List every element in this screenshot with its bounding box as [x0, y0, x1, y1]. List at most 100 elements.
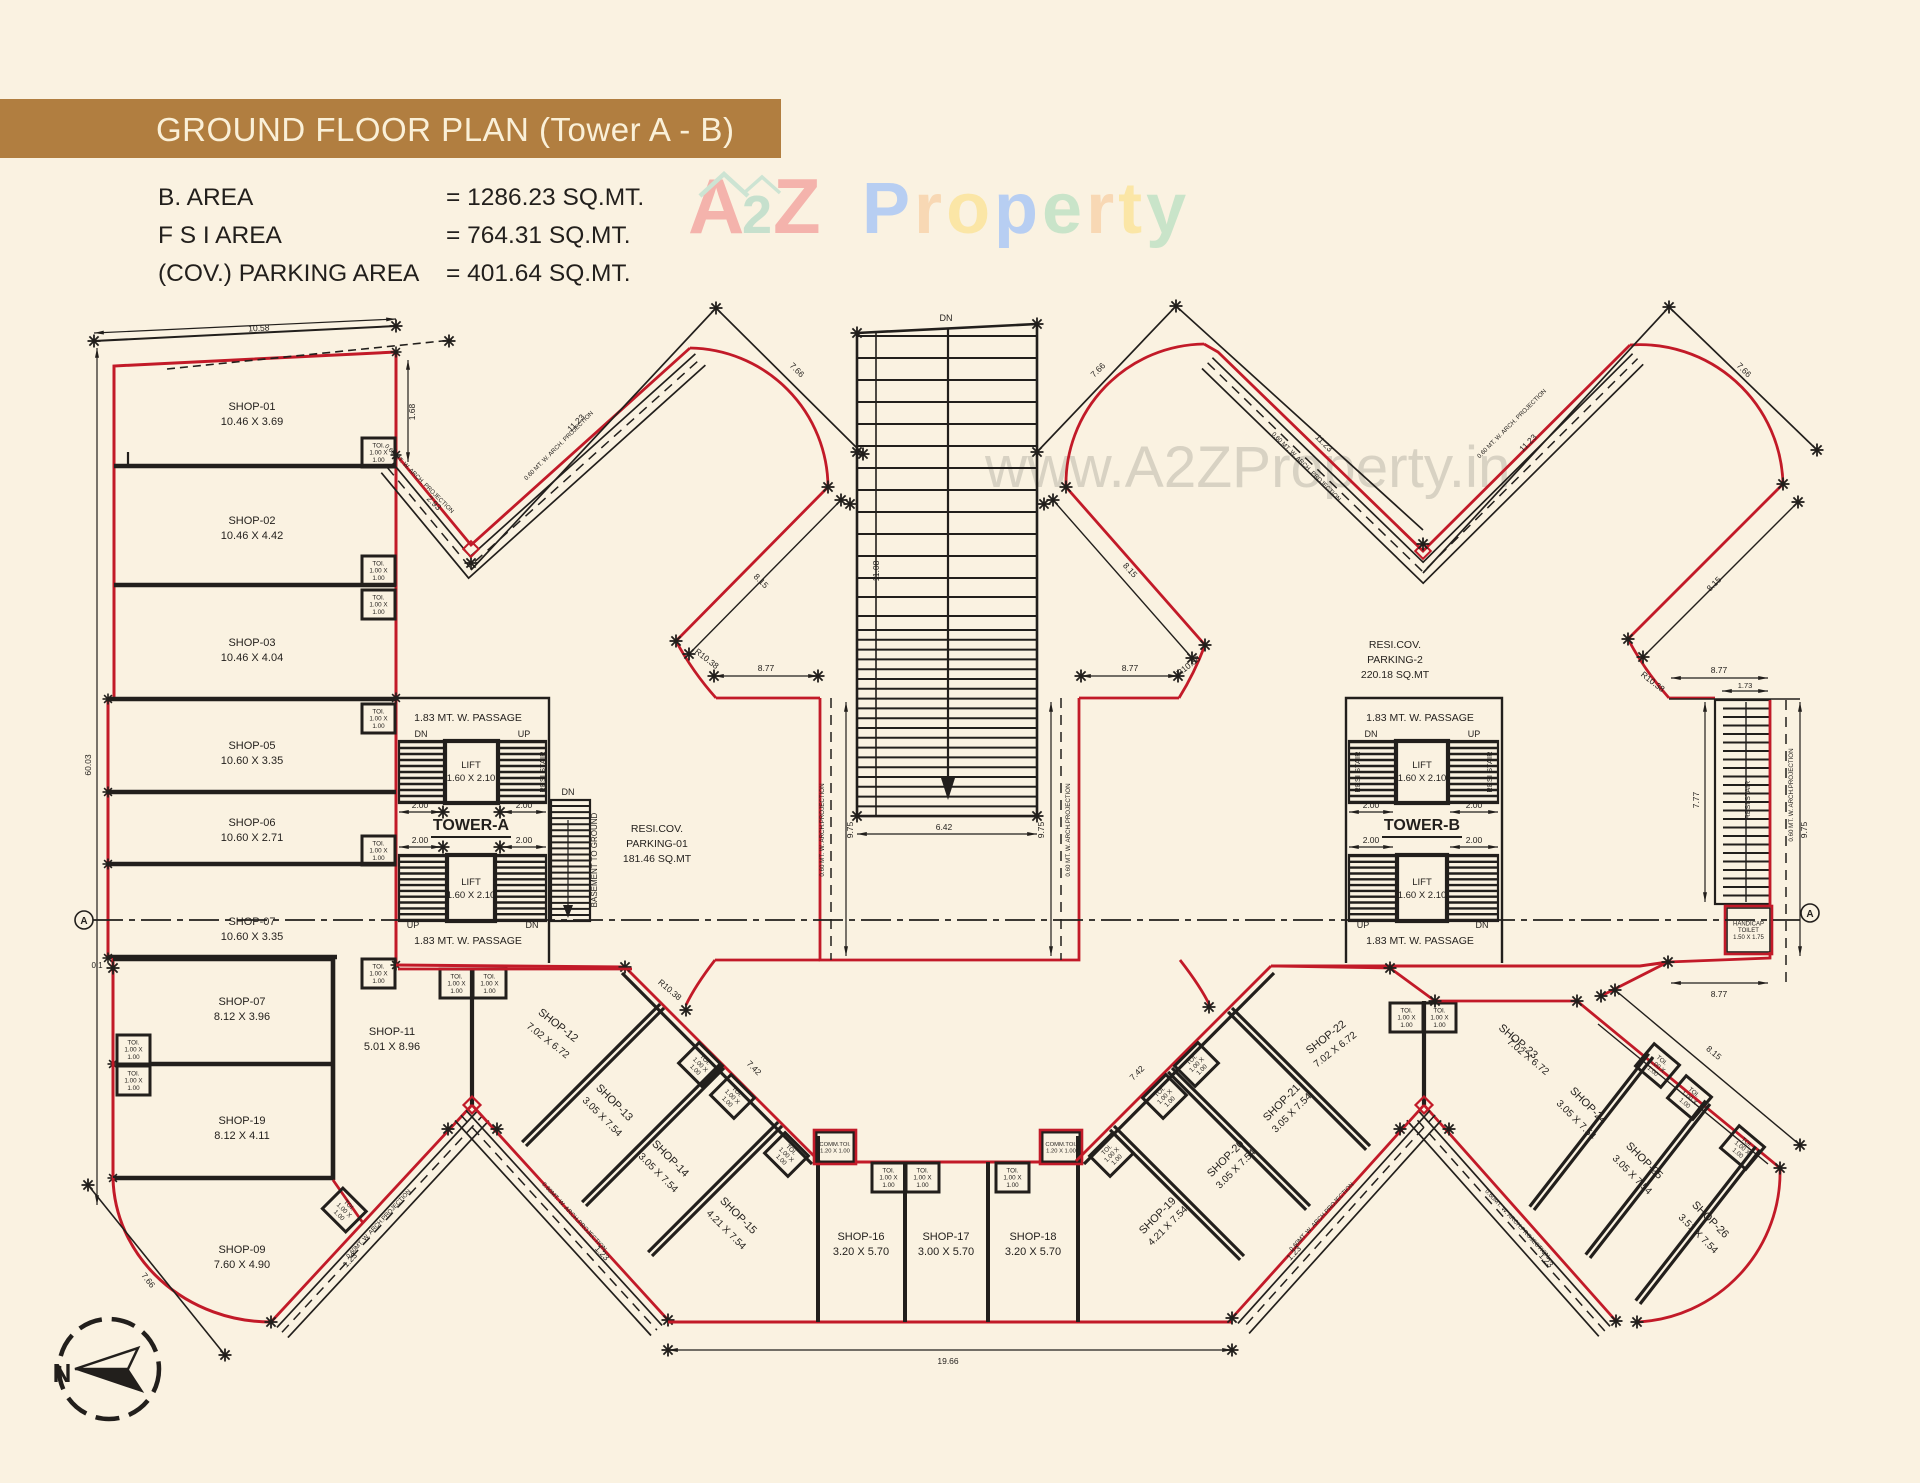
svg-text:220.18 SQ.MT: 220.18 SQ.MT — [1361, 669, 1430, 681]
svg-text:3.20 X 5.70: 3.20 X 5.70 — [1005, 1246, 1061, 1258]
svg-text:1.00: 1.00 — [372, 978, 385, 985]
svg-text:TOI.: TOI. — [372, 443, 384, 450]
svg-text:1.00 X: 1.00 X — [369, 450, 388, 457]
svg-text:1.00: 1.00 — [916, 1182, 929, 1189]
svg-text:8.77: 8.77 — [1711, 665, 1728, 675]
svg-text:10.46 X 3.69: 10.46 X 3.69 — [221, 416, 283, 428]
svg-text:HANDICAP: HANDICAP — [1733, 921, 1764, 927]
svg-text:1.00 X: 1.00 X — [879, 1175, 898, 1182]
svg-text:1.00 X: 1.00 X — [124, 1078, 143, 1085]
svg-text:1.60 X 2.10: 1.60 X 2.10 — [447, 890, 496, 901]
svg-text:19.66: 19.66 — [937, 1356, 959, 1366]
svg-text:SHOP-11: SHOP-11 — [369, 1026, 415, 1038]
svg-text:8.12 X 3.96: 8.12 X 3.96 — [214, 1011, 270, 1023]
svg-text:1.00 X: 1.00 X — [480, 981, 499, 988]
svg-text:9.75: 9.75 — [1799, 821, 1809, 838]
svg-text:DN: DN — [415, 729, 428, 739]
svg-text:1.00 X: 1.00 X — [1003, 1175, 1022, 1182]
svg-text:1.00: 1.00 — [372, 723, 385, 730]
svg-text:DN: DN — [1365, 729, 1378, 739]
svg-text:6.42: 6.42 — [936, 822, 953, 832]
svg-text:8.77: 8.77 — [1122, 663, 1139, 673]
svg-text:1.00 X: 1.00 X — [369, 848, 388, 855]
svg-text:10.60 X 3.35: 10.60 X 3.35 — [221, 931, 283, 943]
svg-text:UP: UP — [1468, 729, 1481, 739]
svg-text:1.00 X: 1.00 X — [369, 716, 388, 723]
svg-text:SHOP-07: SHOP-07 — [228, 916, 275, 928]
svg-text:2.00: 2.00 — [1466, 835, 1483, 845]
svg-text:1.00: 1.00 — [372, 457, 385, 464]
svg-text:RESI STAIR: RESI STAIR — [1353, 751, 1362, 793]
svg-text:TOI.: TOI. — [882, 1168, 894, 1175]
svg-text:B. AREA: B. AREA — [158, 184, 254, 211]
svg-text:RESI STAIR: RESI STAIR — [1745, 781, 1752, 819]
svg-text:11.08: 11.08 — [871, 560, 881, 581]
svg-text:TOI.: TOI. — [127, 1071, 139, 1078]
svg-text:1.83 MT. W. PASSAGE: 1.83 MT. W. PASSAGE — [1366, 935, 1474, 947]
svg-text:= 764.31 SQ.MT.: = 764.31 SQ.MT. — [446, 222, 631, 249]
svg-text:LIFT: LIFT — [1412, 877, 1432, 888]
svg-text:1.20 X 1.00: 1.20 X 1.00 — [820, 1148, 850, 1154]
svg-text:9.75: 9.75 — [845, 821, 855, 838]
svg-text:3.00 X 5.70: 3.00 X 5.70 — [918, 1246, 974, 1258]
svg-text:LIFT: LIFT — [461, 877, 481, 888]
svg-text:9.75: 9.75 — [1036, 821, 1046, 838]
svg-text:0.60 MT. W. ARCH.PROJECTION: 0.60 MT. W. ARCH.PROJECTION — [819, 783, 826, 876]
svg-text:1.83 MT. W. PASSAGE: 1.83 MT. W. PASSAGE — [414, 935, 522, 947]
svg-text:2.00: 2.00 — [412, 835, 429, 845]
svg-text:TOI.: TOI. — [483, 974, 495, 981]
svg-text:181.46 SQ.MT: 181.46 SQ.MT — [623, 853, 692, 865]
svg-text:2.00: 2.00 — [1363, 835, 1380, 845]
svg-text:UP: UP — [518, 729, 531, 739]
svg-text:TOI.: TOI. — [1433, 1008, 1445, 1015]
svg-text:TOI.: TOI. — [1006, 1168, 1018, 1175]
svg-text:2.00: 2.00 — [1363, 800, 1380, 810]
svg-text:10.60 X 2.71: 10.60 X 2.71 — [221, 832, 283, 844]
svg-text:DN: DN — [526, 920, 539, 930]
svg-text:1.00: 1.00 — [1006, 1182, 1019, 1189]
svg-text:1.00 X: 1.00 X — [124, 1047, 143, 1054]
svg-text:1.50 X 1.75: 1.50 X 1.75 — [1733, 935, 1764, 941]
svg-text:(COV.) PARKING AREA: (COV.) PARKING AREA — [158, 260, 420, 287]
svg-text:10.46 X 4.42: 10.46 X 4.42 — [221, 530, 283, 542]
svg-text:1.60 X 2.10: 1.60 X 2.10 — [447, 773, 496, 784]
svg-text:1.68: 1.68 — [407, 403, 417, 420]
svg-text:10.60 X 3.35: 10.60 X 3.35 — [221, 755, 283, 767]
svg-text:TOWER-A: TOWER-A — [433, 817, 510, 834]
svg-text:N: N — [53, 1358, 72, 1388]
svg-text:1.83 MT. W. PASSAGE: 1.83 MT. W. PASSAGE — [1366, 712, 1474, 724]
svg-text:10.58: 10.58 — [248, 322, 270, 333]
svg-text:SHOP-17: SHOP-17 — [922, 1231, 969, 1243]
svg-text:1.20 X 1.00: 1.20 X 1.00 — [1046, 1148, 1076, 1154]
svg-text:1.00: 1.00 — [372, 575, 385, 582]
svg-text:2.00: 2.00 — [516, 835, 533, 845]
svg-text:DN: DN — [940, 313, 953, 323]
svg-text:SHOP-09: SHOP-09 — [218, 1244, 265, 1256]
svg-text:SHOP-16: SHOP-16 — [837, 1231, 884, 1243]
svg-text:A: A — [688, 162, 744, 250]
svg-text:2.00: 2.00 — [516, 800, 533, 810]
svg-text:1.60 X 2.10: 1.60 X 2.10 — [1398, 773, 1447, 784]
svg-text:SHOP-07: SHOP-07 — [218, 996, 265, 1008]
svg-text:60.03: 60.03 — [83, 754, 93, 776]
svg-text:1.00 X: 1.00 X — [369, 971, 388, 978]
svg-text:1.00 X: 1.00 X — [369, 568, 388, 575]
svg-text:SHOP-18: SHOP-18 — [1009, 1231, 1056, 1243]
svg-text:0.60 MT. W. ARCH.PROJECTION: 0.60 MT. W. ARCH.PROJECTION — [1065, 783, 1072, 876]
svg-text:2.00: 2.00 — [1466, 800, 1483, 810]
svg-text:1.00: 1.00 — [1433, 1022, 1446, 1029]
svg-text:1.00: 1.00 — [372, 855, 385, 862]
svg-text:RESI STAIR: RESI STAIR — [538, 751, 547, 793]
svg-text:8.77: 8.77 — [1711, 989, 1728, 999]
svg-text:DN: DN — [562, 787, 575, 797]
svg-text:1.73: 1.73 — [1738, 681, 1753, 690]
svg-text:1.00: 1.00 — [127, 1054, 140, 1061]
svg-text:1.00: 1.00 — [1400, 1022, 1413, 1029]
svg-text:2.00: 2.00 — [412, 800, 429, 810]
svg-text:TOI.: TOI. — [372, 595, 384, 602]
svg-text:F S I AREA: F S I AREA — [158, 222, 283, 249]
svg-text:GROUND FLOOR PLAN (Tower A - B: GROUND FLOOR PLAN (Tower A - B) — [156, 111, 734, 148]
svg-text:1.00: 1.00 — [483, 988, 496, 995]
svg-text:TOI.: TOI. — [372, 709, 384, 716]
svg-text:TOILET: TOILET — [1738, 928, 1759, 934]
